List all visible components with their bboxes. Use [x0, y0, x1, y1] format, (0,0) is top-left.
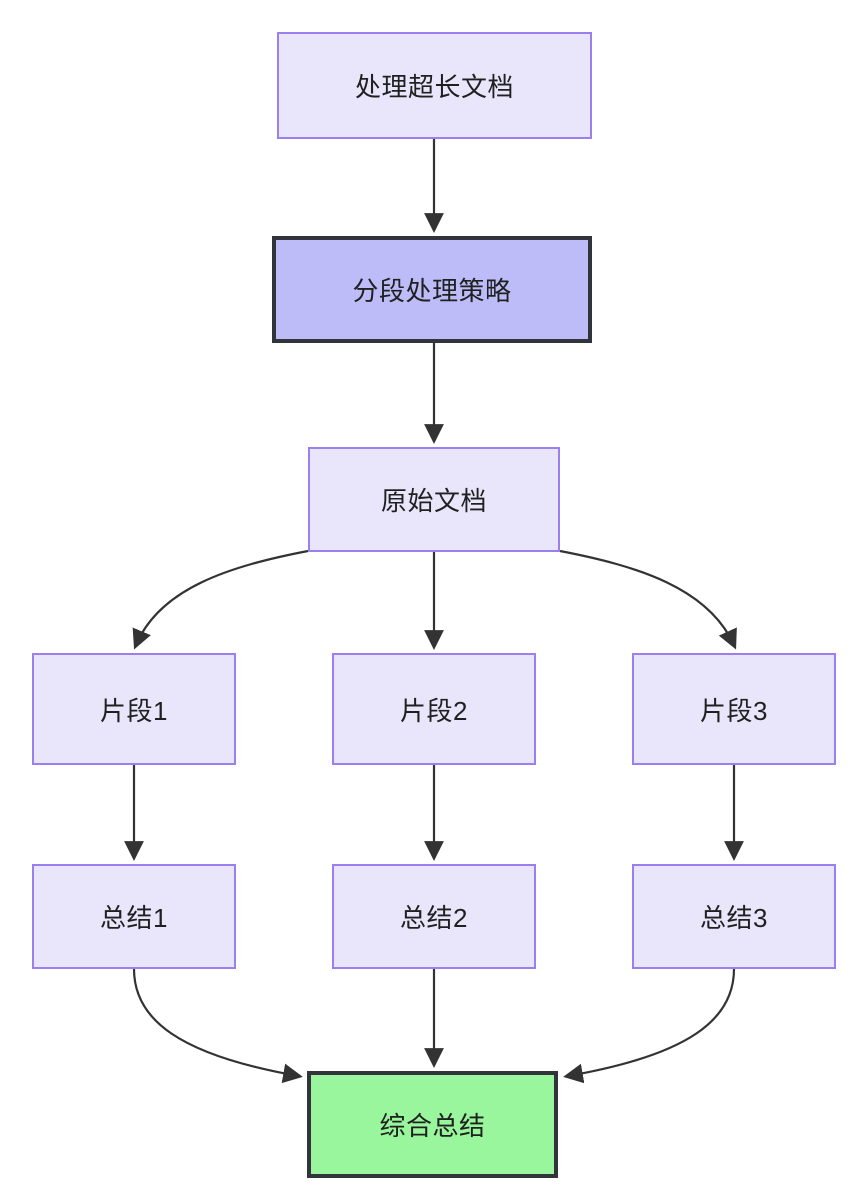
node-label: 片段2 — [400, 695, 468, 726]
node-chunk-3[interactable]: 片段3 — [632, 653, 836, 765]
edge-source-to-chunk1 — [132, 549, 309, 650]
node-process-long-document[interactable]: 处理超长文档 — [277, 32, 592, 139]
node-summary-1[interactable]: 总结1 — [32, 864, 236, 969]
node-label: 总结2 — [400, 903, 468, 933]
node-label: 原始文档 — [380, 486, 487, 516]
node-summary-3[interactable]: 总结3 — [632, 864, 836, 969]
node-chunk-1[interactable]: 片段1 — [32, 653, 236, 765]
node-label: 片段1 — [100, 695, 168, 726]
node-chunking-strategy[interactable]: 分段处理策略 — [272, 236, 592, 343]
node-label: 片段3 — [700, 695, 768, 726]
edge-source-to-chunk3 — [559, 549, 737, 650]
node-chunk-2[interactable]: 片段2 — [332, 653, 536, 765]
edge-summary1-to-final — [132, 968, 303, 1084]
node-source-document[interactable]: 原始文档 — [308, 447, 560, 552]
node-label: 总结3 — [700, 903, 768, 933]
node-comprehensive-summary[interactable]: 综合总结 — [307, 1071, 558, 1178]
node-label: 综合总结 — [379, 1111, 486, 1141]
node-label: 分段处理策略 — [352, 276, 512, 306]
node-summary-2[interactable]: 总结2 — [332, 864, 536, 969]
node-label: 处理超长文档 — [354, 72, 514, 102]
node-label: 总结1 — [100, 903, 168, 933]
edge-summary3-to-final — [563, 968, 736, 1084]
